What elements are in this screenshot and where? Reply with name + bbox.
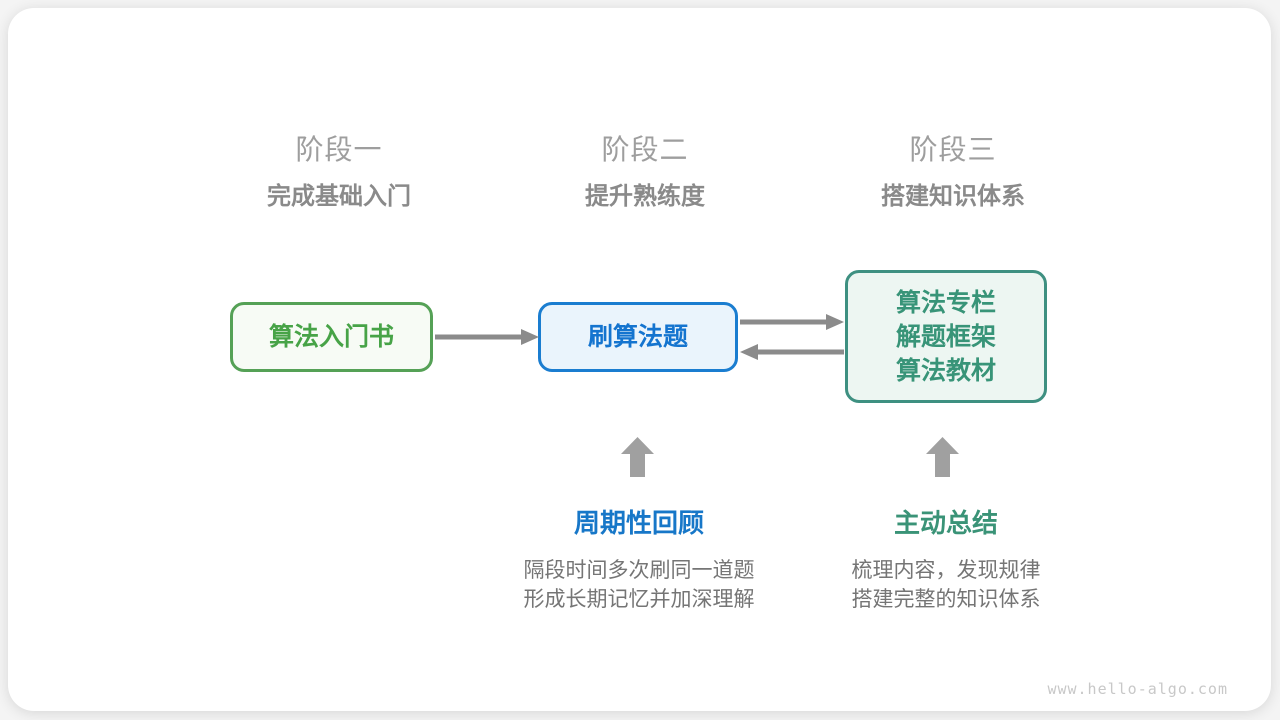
node-practice-problems: 刷算法题: [538, 302, 738, 372]
node-intro-book-label: 算法入门书: [268, 323, 394, 351]
annotation-periodic-review-desc: 隔段时间多次刷同一道题 形成长期记忆并加深理解: [449, 556, 829, 614]
arrow-left-icon: [740, 340, 844, 364]
stage-3-title: 阶段三: [909, 134, 997, 165]
arrow-right-icon: [435, 325, 539, 349]
node-knowledge-resources: 算法专栏 解题框架 算法教材: [845, 270, 1047, 403]
stage-2-subtitle: 提升熟练度: [585, 183, 705, 210]
desc-line: 形成长期记忆并加深理解: [523, 588, 755, 611]
arrow-right-icon: [740, 310, 844, 334]
annotation-active-summary-desc: 梳理内容，发现规律 搭建完整的知识体系: [756, 556, 1136, 614]
watermark: www.hello-algo.com: [1047, 680, 1228, 698]
stage-column-1: 阶段一 完成基础入门: [179, 134, 499, 211]
node-practice-problems-label: 刷算法题: [587, 323, 688, 351]
diagram-card: 阶段一 完成基础入门 阶段二 提升熟练度 阶段三 搭建知识体系 算法入门书 刷算…: [8, 8, 1271, 711]
desc-line: 搭建完整的知识体系: [851, 588, 1041, 611]
node-resources-line-2: 解题框架: [895, 322, 996, 351]
stage-1-subtitle: 完成基础入门: [267, 183, 411, 210]
stage-column-2: 阶段二 提升熟练度: [485, 134, 805, 211]
node-resources-line-3: 算法教材: [895, 356, 996, 385]
annotation-periodic-review-label: 周期性回顾: [573, 508, 704, 538]
stage-3-subtitle: 搭建知识体系: [881, 183, 1025, 210]
arrow-up-icon: [621, 437, 654, 477]
node-intro-book: 算法入门书: [230, 302, 433, 372]
annotation-active-summary-label: 主动总结: [893, 508, 998, 538]
stage-2-title: 阶段二: [601, 134, 689, 165]
stage-column-3: 阶段三 搭建知识体系: [793, 134, 1113, 211]
arrow-up-icon: [926, 437, 959, 477]
stage-1-title: 阶段一: [295, 134, 383, 165]
desc-line: 隔段时间多次刷同一道题: [523, 559, 755, 582]
annotation-periodic-review: 周期性回顾 隔段时间多次刷同一道题 形成长期记忆并加深理解: [449, 508, 829, 614]
node-resources-line-1: 算法专栏: [895, 288, 996, 317]
annotation-active-summary: 主动总结 梳理内容，发现规律 搭建完整的知识体系: [756, 508, 1136, 614]
desc-line: 梳理内容，发现规律: [851, 559, 1041, 582]
